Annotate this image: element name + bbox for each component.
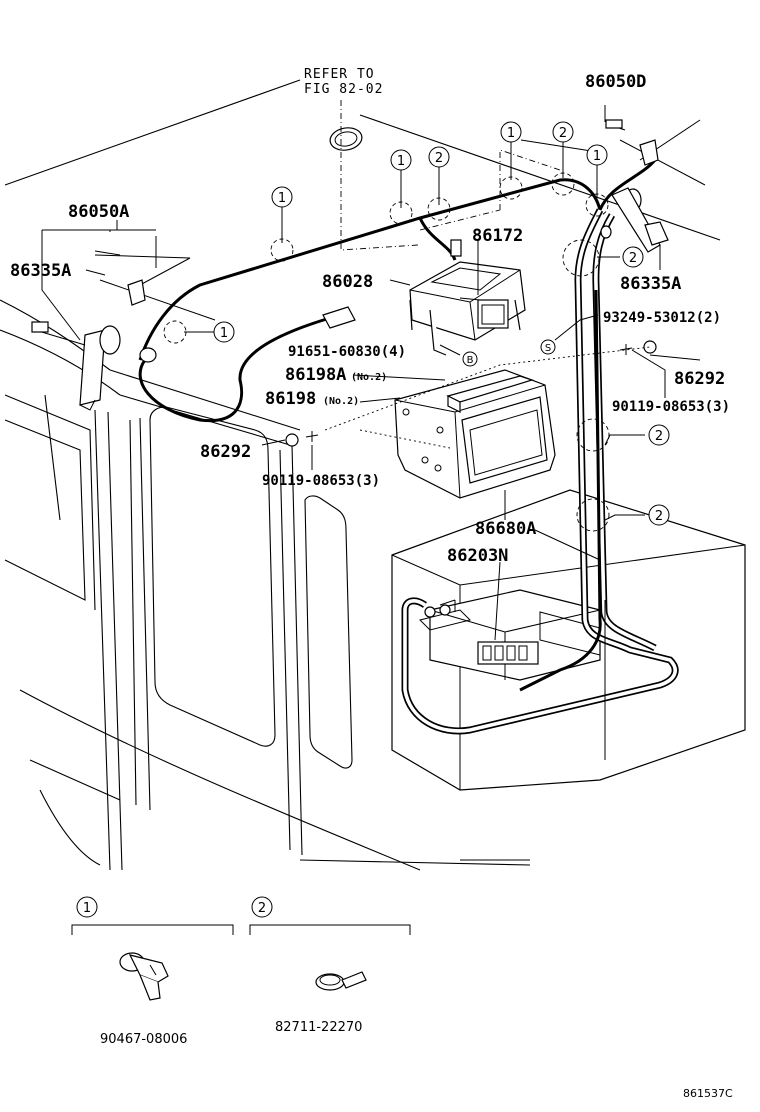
svg-text:1: 1 [507,126,515,141]
svg-text:1: 1 [397,154,405,169]
label-86198: 86198 [265,389,316,409]
callout-1: 1 [271,186,293,208]
label-86335A-left: 86335A [10,261,71,281]
callout-2: 2 [428,146,450,168]
clamp-positions [163,172,610,532]
display-monitor [394,369,556,499]
label-86028: 86028 [322,272,373,292]
clamp-icon [119,952,169,1001]
svg-text:1: 1 [278,191,286,206]
radio-box [391,489,746,791]
label-86050D: 86050D [585,72,646,92]
part-labels: REFER TO FIG 82-02 86050D 86050A 86335A … [10,67,730,566]
svg-text:B: B [467,355,474,366]
label-86292-right: 86292 [674,369,725,389]
refer-fig-label: FIG 82-02 [304,82,383,97]
leader-lines [41,100,701,760]
svg-text:2: 2 [258,901,266,916]
callout-1: 1 [500,121,522,143]
band-clamp-icon [315,971,367,991]
svg-text:1: 1 [83,901,91,916]
label-86680A: 86680A [475,519,536,539]
label-86050A: 86050A [68,202,129,222]
svg-text:2: 2 [559,126,567,141]
marker-s: S [540,339,556,355]
legend-item-2: 2 82711-22270 [249,896,411,1035]
marker-b: B [462,351,478,367]
label-93249: 93249-53012(2) [603,310,721,326]
svg-text:2: 2 [655,429,663,444]
callout-1: 1 [213,321,235,343]
label-86292-left: 86292 [200,442,251,462]
left-antenna [31,250,216,411]
svg-text:2: 2 [655,509,663,524]
legend-item-1: 1 90467-08006 [71,896,234,1047]
callout-2: 2 [648,424,670,446]
label-86198A-sub: (No.2) [351,372,387,383]
svg-text:2: 2 [435,151,443,166]
svg-text:1: 1 [220,326,228,341]
svg-text:2: 2 [629,251,637,266]
label-86198A: 86198A [285,365,346,385]
svg-text:1: 1 [593,149,601,164]
label-91651: 91651-60830(4) [288,344,406,360]
label-90119-left: 90119-08653(3) [262,473,380,489]
small-parts [285,127,657,447]
label-86335A-right: 86335A [620,274,681,294]
callout-2: 2 [552,121,574,143]
callout-1: 1 [586,144,608,166]
callout-markers: 1 1 2 1 2 1 2 1 [213,121,670,526]
label-86172: 86172 [472,226,523,246]
callout-2: 2 [622,246,644,268]
callout-2: 2 [648,504,670,526]
callout-1: 1 [390,149,412,171]
legend-part-90467: 90467-08006 [100,1032,187,1047]
label-86198-sub: (No.2) [323,396,359,407]
right-antenna [600,119,706,253]
figure-code: 861537C [683,1087,733,1100]
label-90119-right: 90119-08653(3) [612,399,730,415]
label-86203N: 86203N [447,546,508,566]
bracket-86028 [409,261,526,356]
legend-part-82711: 82711-22270 [275,1020,362,1035]
legend: 1 90467-08006 2 82711-22270 [71,896,411,1047]
refer-to-label: REFER TO [304,67,375,82]
svg-text:S: S [545,343,551,354]
